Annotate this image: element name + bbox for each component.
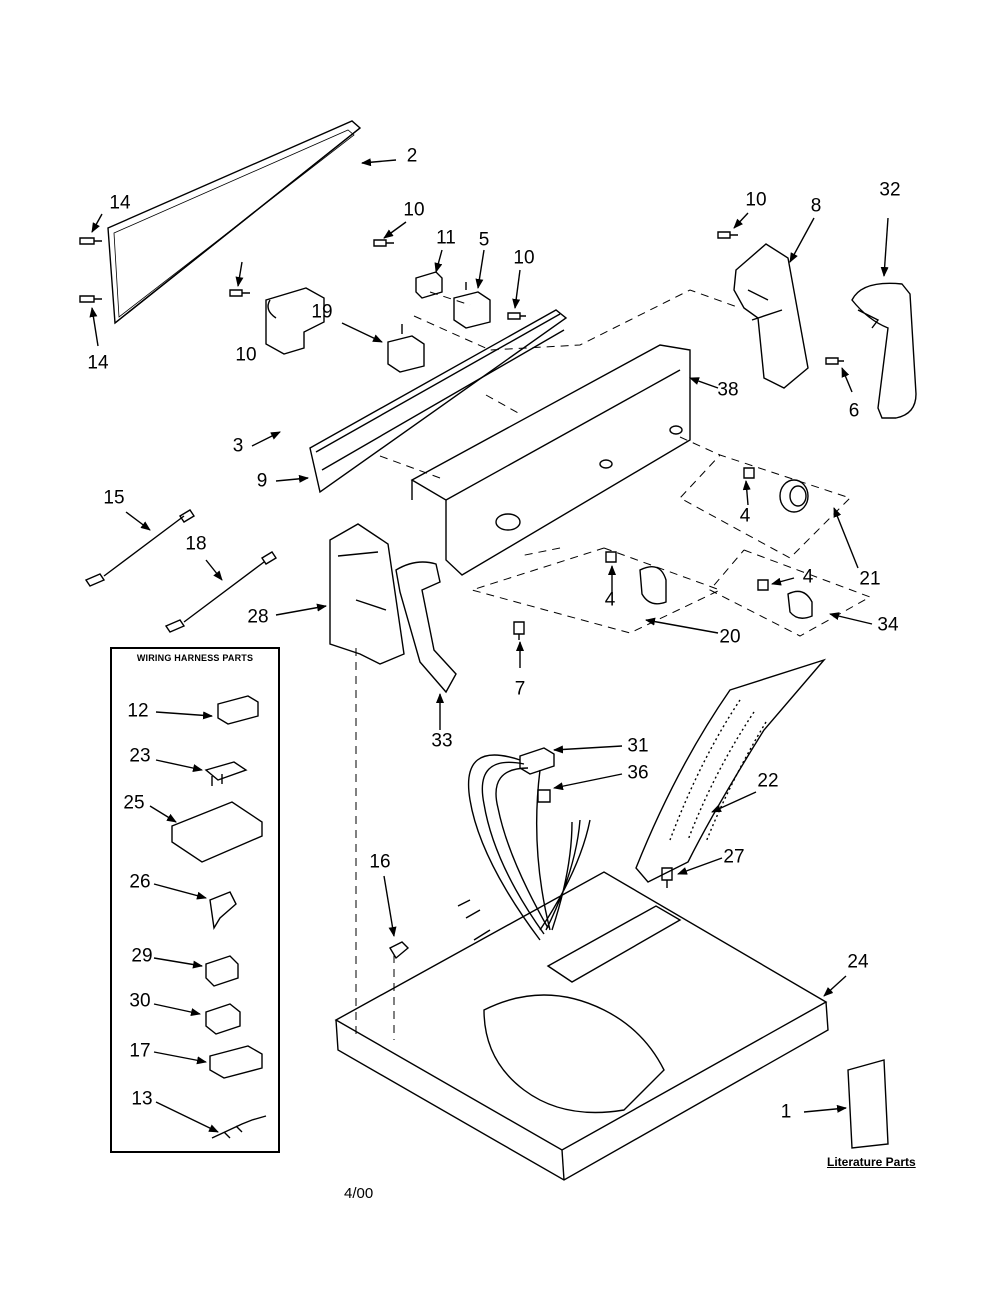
backsplash-panel — [108, 121, 360, 323]
wiring-harness-title: WIRING HARNESS PARTS — [136, 653, 254, 663]
label-33: 33 — [431, 730, 453, 752]
label-14-top: 14 — [109, 192, 131, 214]
label-28: 28 — [247, 606, 269, 628]
label-10-left: 10 — [235, 344, 257, 366]
label-29: 29 — [131, 945, 153, 967]
label-12: 12 — [127, 700, 149, 722]
literature-parts-label: Literature Parts — [827, 1155, 916, 1169]
label-6: 6 — [848, 400, 860, 422]
knob-34 — [788, 591, 812, 618]
part-26 — [210, 892, 236, 928]
label-19: 19 — [311, 301, 333, 323]
label-9: 9 — [256, 470, 268, 492]
screw-10c — [230, 290, 250, 296]
part-11-connector — [416, 272, 442, 298]
part-33-endcap — [396, 562, 456, 692]
label-21: 21 — [859, 568, 881, 590]
part-13 — [212, 1116, 266, 1138]
label-17: 17 — [129, 1040, 151, 1062]
part-9-bracket — [310, 310, 566, 492]
part-3-timer — [266, 288, 324, 354]
label-31: 31 — [627, 735, 649, 757]
label-15: 15 — [103, 487, 125, 509]
screw-10a — [374, 240, 394, 246]
label-11: 11 — [436, 227, 456, 249]
label-38: 38 — [717, 379, 739, 401]
part-36-connector — [538, 790, 550, 802]
label-10-right: 10 — [745, 189, 767, 211]
label-1: 1 — [780, 1101, 792, 1123]
part-28-bracket — [330, 524, 404, 664]
label-5: 5 — [478, 229, 490, 251]
clip-4a — [744, 468, 754, 478]
part-1-literature — [848, 1060, 888, 1148]
label-23: 23 — [129, 745, 151, 767]
label-10-right-center: 10 — [513, 247, 535, 269]
screw-10d — [718, 232, 738, 238]
label-13: 13 — [131, 1088, 153, 1110]
part-31-wire-harness — [458, 748, 590, 940]
part-27-screw — [662, 868, 672, 888]
part-5-switch — [454, 282, 490, 328]
label-22: 22 — [757, 770, 779, 792]
diagram-date: 4/00 — [344, 1185, 374, 1202]
label-27: 27 — [723, 846, 745, 868]
part-8-bracket — [734, 244, 808, 388]
label-30: 30 — [129, 990, 151, 1012]
label-10-center: 10 — [403, 199, 425, 221]
clip-4c — [758, 580, 768, 590]
label-2: 2 — [406, 145, 418, 167]
label-4-b: 4 — [604, 589, 616, 611]
wire-15 — [86, 510, 194, 586]
part-22-duct — [636, 660, 824, 882]
screw-10b — [508, 313, 526, 319]
wiring-harness-box: WIRING HARNESS PARTS — [110, 647, 280, 1153]
clip-4b — [606, 552, 616, 562]
part-30 — [206, 1004, 240, 1034]
screw-14-top — [80, 238, 102, 244]
part-32-endcap — [852, 283, 916, 418]
leader-2 — [361, 158, 396, 167]
wire-18 — [166, 552, 276, 632]
label-14-bottom: 14 — [87, 352, 109, 374]
label-7: 7 — [514, 678, 526, 700]
label-4-a: 4 — [739, 505, 751, 527]
part-23 — [206, 762, 246, 786]
part-12 — [218, 696, 258, 724]
label-32: 32 — [879, 179, 901, 201]
label-3: 3 — [232, 435, 244, 457]
part-16-clip — [390, 942, 408, 958]
part-38-console — [412, 345, 690, 575]
part-25 — [172, 802, 262, 862]
part-29 — [206, 956, 238, 986]
label-4-c: 4 — [802, 566, 814, 588]
label-16: 16 — [369, 851, 391, 873]
part-19-switch — [388, 324, 424, 372]
screw-14-bottom — [80, 296, 102, 302]
part-24-base — [336, 872, 828, 1180]
projection-lines — [356, 290, 870, 1040]
part-7-screw — [514, 622, 524, 640]
label-24: 24 — [847, 951, 869, 973]
label-18: 18 — [185, 533, 207, 555]
label-25: 25 — [123, 792, 145, 814]
label-26: 26 — [129, 871, 151, 893]
part-17 — [210, 1046, 262, 1078]
label-8: 8 — [810, 195, 822, 217]
part-6-screw — [826, 358, 844, 364]
label-20: 20 — [719, 626, 741, 648]
label-34: 34 — [877, 614, 899, 636]
label-36: 36 — [627, 762, 649, 784]
knob-20 — [640, 567, 666, 604]
knob-21 — [780, 480, 808, 512]
